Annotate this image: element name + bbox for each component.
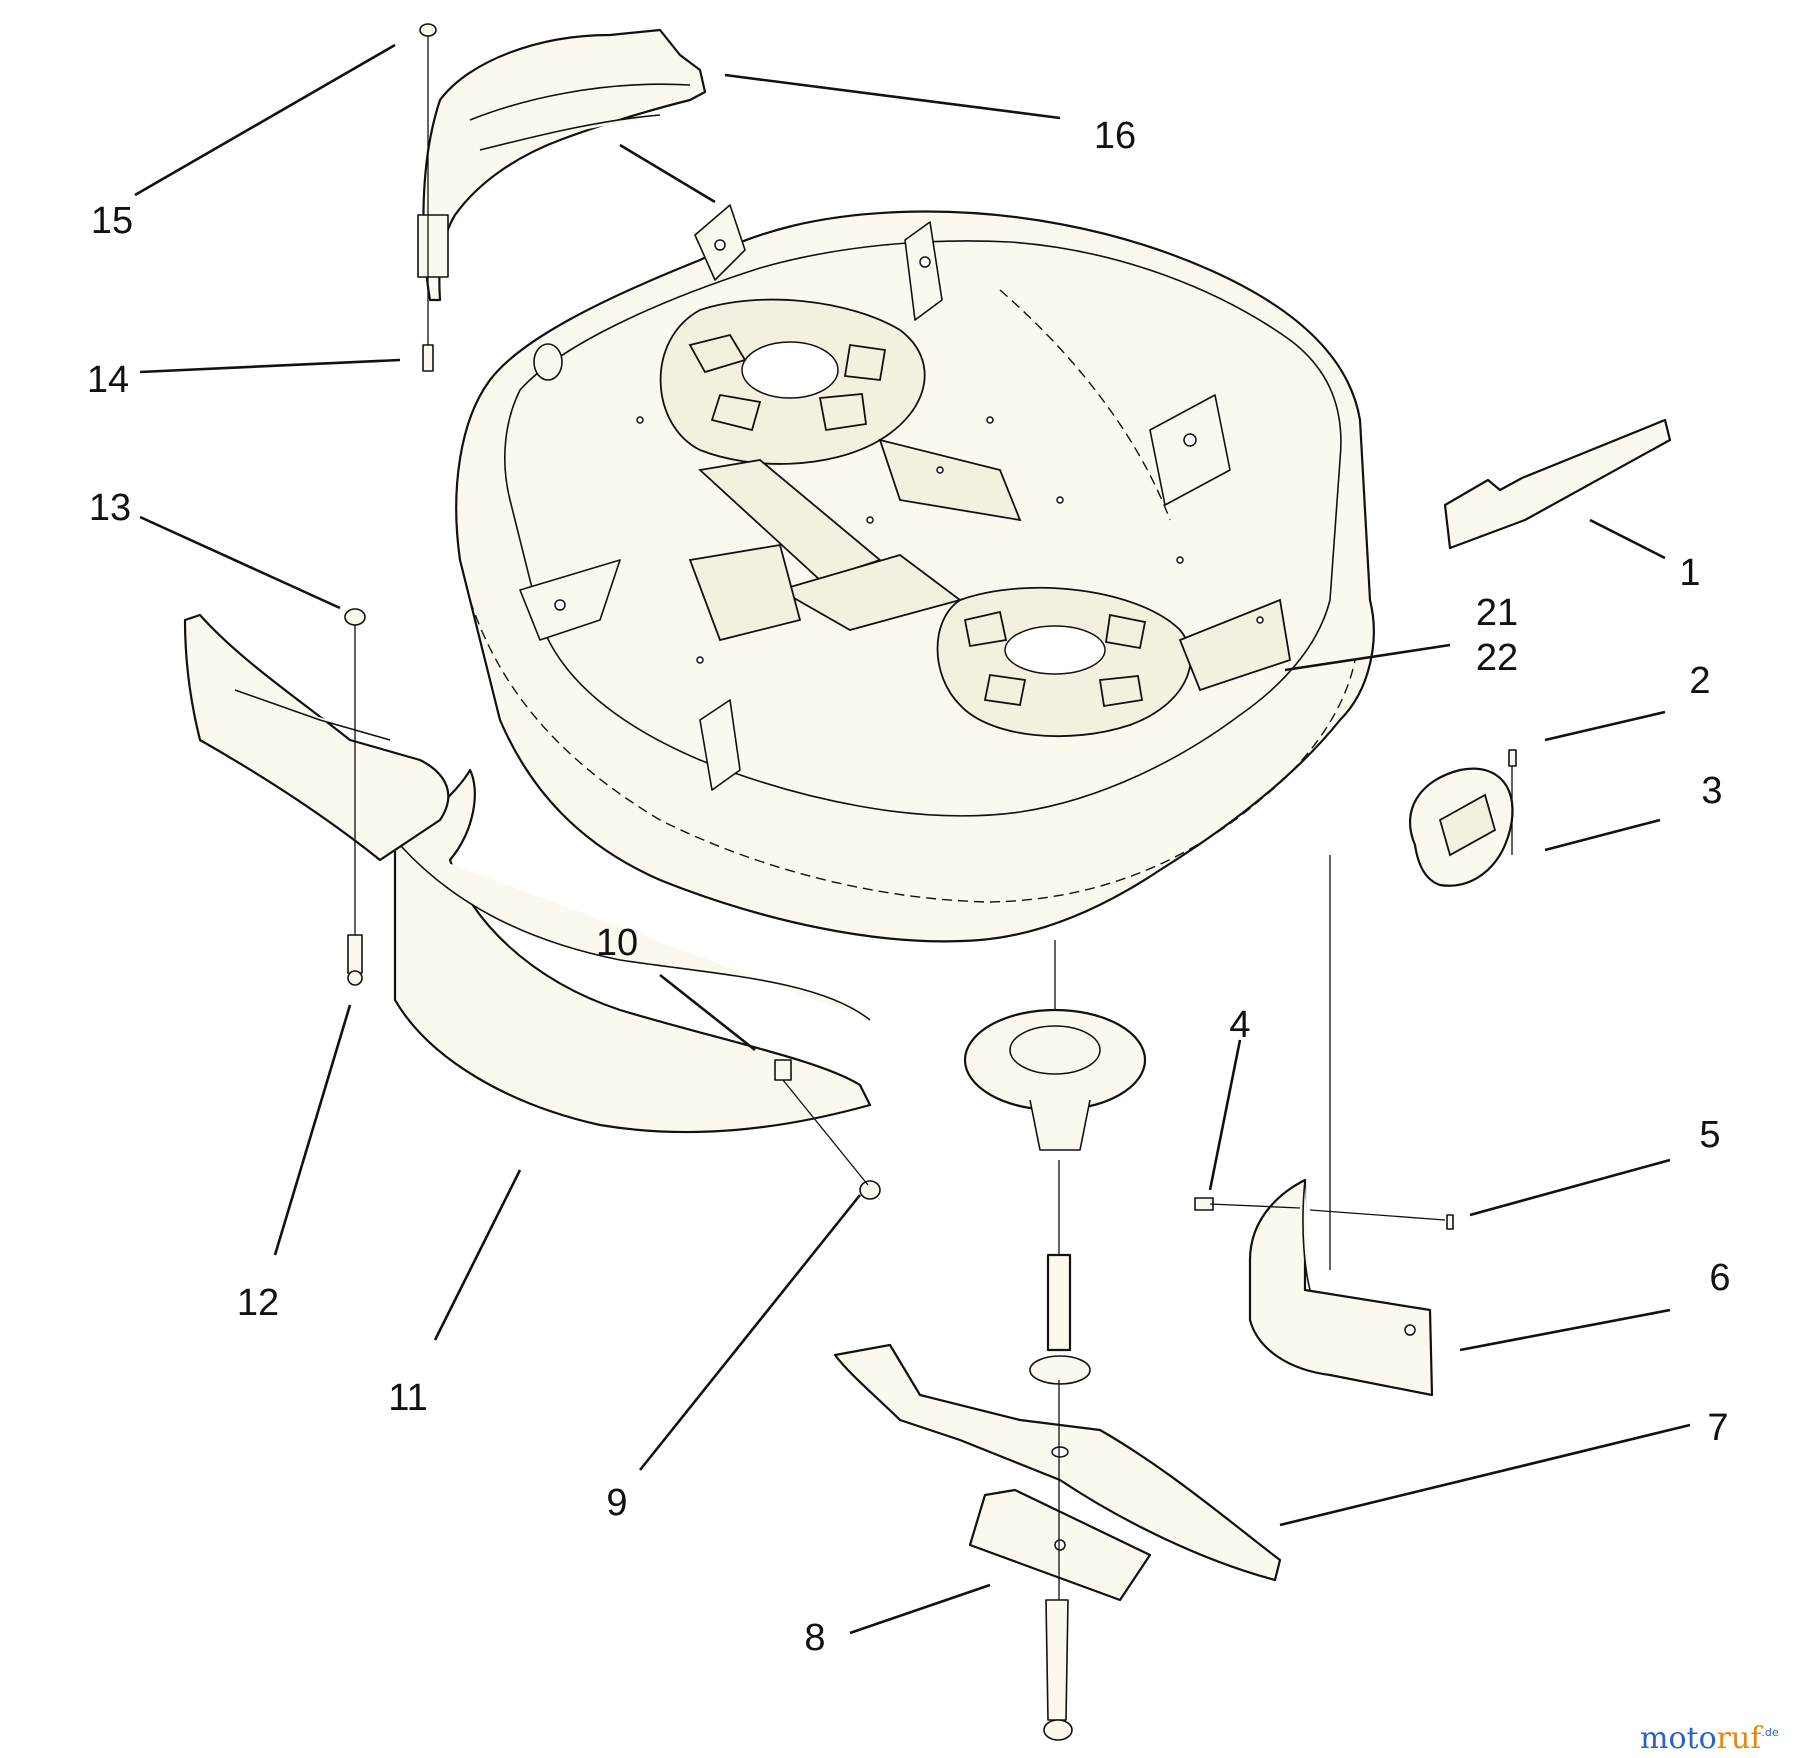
callout-12: 12 <box>237 1282 279 1324</box>
watermark-part-b: ruf <box>1717 1721 1764 1756</box>
spindle-assembly <box>963 1008 1147 1385</box>
alignment-lines <box>354 36 1513 1600</box>
callout-6: 6 <box>1709 1257 1730 1299</box>
callout-2: 2 <box>1689 660 1710 702</box>
blade-adapter-part-8 <box>968 1488 1152 1602</box>
callout-7: 7 <box>1707 1407 1728 1449</box>
callout-11: 11 <box>388 1377 427 1419</box>
callout-10: 10 <box>596 922 638 964</box>
callout-8: 8 <box>804 1617 825 1659</box>
mower-deck-housing <box>455 204 1375 943</box>
callout-4: 4 <box>1229 1004 1250 1046</box>
bracket-part-3 <box>1409 767 1514 887</box>
callout-5: 5 <box>1699 1114 1720 1156</box>
callout-3: 3 <box>1701 770 1722 812</box>
baffle-part-6 <box>1248 1178 1434 1397</box>
callout-16: 16 <box>1094 115 1136 157</box>
callout-14: 14 <box>87 359 129 401</box>
callout-9: 9 <box>606 1482 627 1524</box>
discharge-chute-part-16 <box>417 28 707 302</box>
watermark-part-a: moto <box>1640 1721 1717 1756</box>
callout-13: 13 <box>89 487 131 529</box>
svg-text:motoruf.de: motoruf.de <box>1640 1721 1779 1756</box>
leader-lines <box>134 43 1691 1635</box>
front-baffle-part-11 <box>393 768 872 1134</box>
blade-part-7 <box>833 1343 1282 1582</box>
callout-1: 1 <box>1679 552 1700 594</box>
callout-22: 22 <box>1476 637 1518 679</box>
callout-15: 15 <box>91 200 133 242</box>
callout-labels: 1 2 3 4 5 6 7 8 9 10 11 12 13 14 15 16 2… <box>87 115 1731 1659</box>
chute-bracket-parts-12-13 <box>183 613 450 862</box>
watermark-suffix: .de <box>1761 1726 1778 1739</box>
deflector-strip-part-1 <box>1443 418 1672 550</box>
motoruf-watermark: motoruf.de <box>1640 1721 1779 1756</box>
callout-21: 21 <box>1476 592 1518 634</box>
hardware-items <box>344 23 1517 1741</box>
